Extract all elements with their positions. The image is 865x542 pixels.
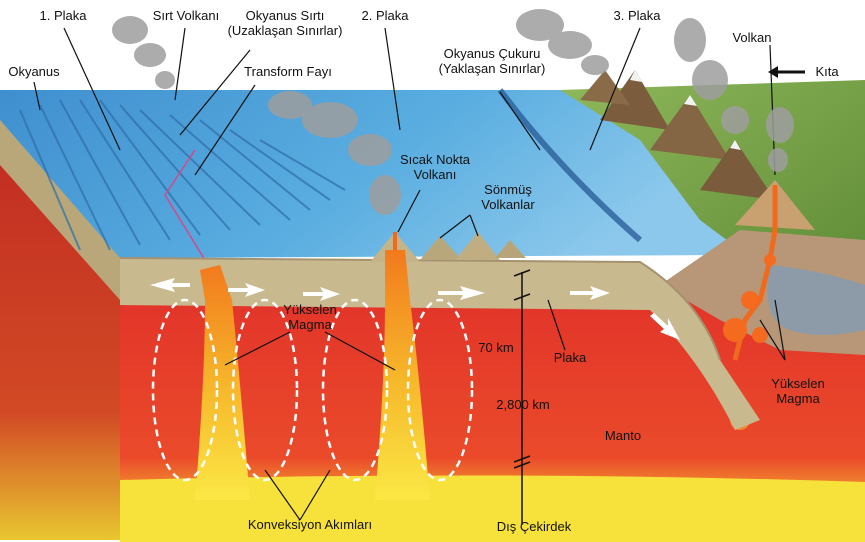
label-plate-3: 3. Plaka [614,8,661,23]
label-depth-2800: 2,800 km [496,397,549,412]
label-depth-70: 70 km [478,340,513,355]
label-ocean-trench-subtitle: (Yaklaşan Sınırlar) [439,61,546,76]
label-ocean-trench-title: Okyanus Çukuru [439,46,546,61]
label-ocean-ridge-title: Okyanus Sırtı [228,8,343,23]
label-outer-core: Dış Çekirdek [497,519,571,534]
label-hotspot-subtitle: Volkanı [400,167,470,182]
label-plate: Plaka [554,350,587,365]
label-extinct-title: Sönmüş [481,182,534,197]
label-extinct-volcanoes: Sönmüş Volkanlar [481,182,534,212]
label-rising-magma-right-title: Yükselen [771,376,824,391]
label-ocean: Okyanus [8,64,59,79]
label-rising-magma-left: Yükselen Magma [283,302,336,332]
label-extinct-subtitle: Volkanlar [481,197,534,212]
label-mantle: Manto [605,428,641,443]
label-rising-magma-left-subtitle: Magma [283,317,336,332]
label-rising-magma-left-title: Yükselen [283,302,336,317]
label-ocean-ridge: Okyanus Sırtı (Uzaklaşan Sınırlar) [228,8,343,38]
label-volcano: Volkan [732,30,771,45]
label-plate-1: 1. Plaka [40,8,87,23]
label-transform-fault: Transform Fayı [244,64,332,79]
label-ocean-ridge-subtitle: (Uzaklaşan Sınırlar) [228,23,343,38]
label-plate-2: 2. Plaka [362,8,409,23]
continent-arrow [768,66,805,78]
label-rising-magma-right-subtitle: Magma [771,391,824,406]
label-hotspot-volcano: Sıcak Nokta Volkanı [400,152,470,182]
label-ocean-trench: Okyanus Çukuru (Yaklaşan Sınırlar) [439,46,546,76]
label-continent: Kıta [815,64,838,79]
label-rising-magma-right: Yükselen Magma [771,376,824,406]
label-convection-currents: Konveksiyon Akımları [248,517,372,532]
label-ridge-volcano: Sırt Volkanı [153,8,219,23]
label-hotspot-title: Sıcak Nokta [400,152,470,167]
